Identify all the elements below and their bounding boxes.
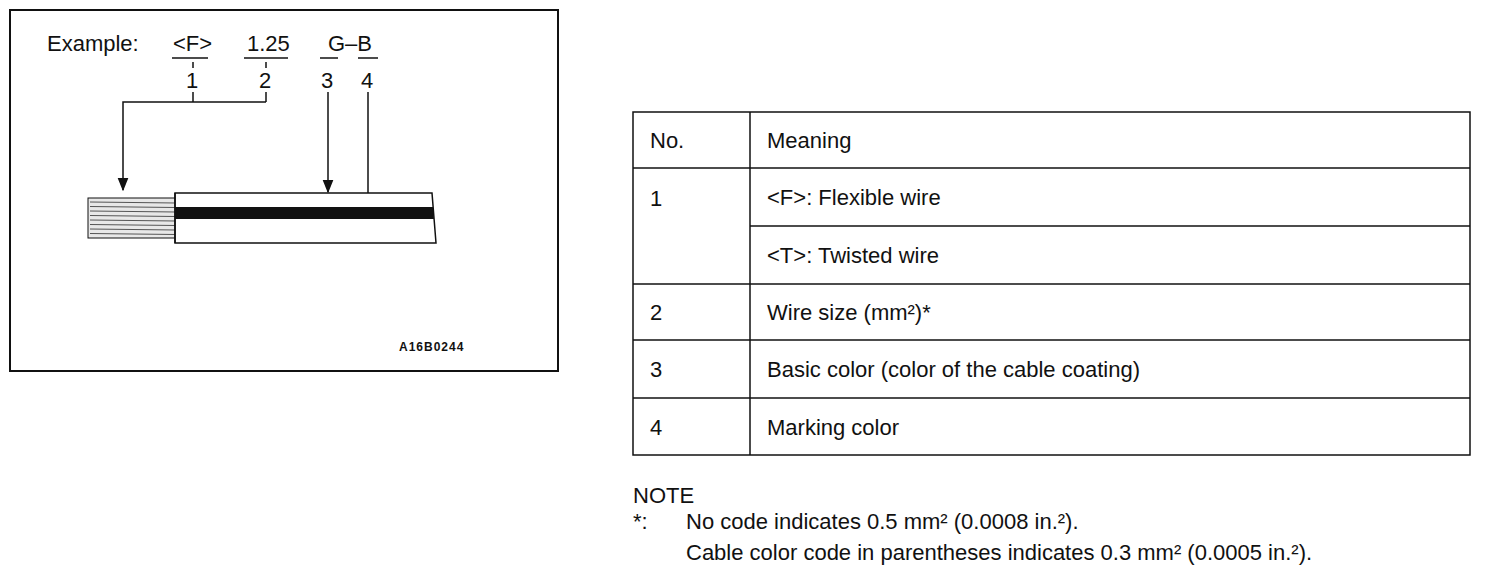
color-code: G–B [328,31,372,56]
table-cell: <F>: Flexible wire [751,169,1471,227]
wire-illustration [88,193,436,243]
table-cell: 2 [634,285,751,341]
note-text: Cable color code in parentheses indicate… [686,540,1312,565]
table-cell: 3 [634,341,751,399]
note-mark: *: [633,509,648,534]
table-cell: 4 [634,399,751,456]
table-grid [633,112,1470,455]
callout-number: 1 [186,68,198,93]
figure-id: A16B0244 [399,341,464,355]
example-label: Example: [47,31,139,56]
table-cell: <T>: Twisted wire [751,227,1471,285]
example-panel: Example: <F> 1.25 G–B A16B0244 [9,9,559,372]
callout-number: 4 [361,68,373,93]
table-cell: Wire size (mm²)* [751,285,1471,341]
note-text: No code indicates 0.5 mm² (0.0008 in.²). [686,509,1079,534]
table-cell: No. [634,113,751,169]
note-heading: NOTE [633,483,694,508]
table-cell: 1 [634,169,751,285]
table-cell: Basic color (color of the cable coating) [751,341,1471,399]
callout-number: 3 [321,68,333,93]
flex-code: <F> [173,31,212,56]
callout-number: 2 [259,68,271,93]
table-cell: Marking color [751,399,1471,456]
size-code: 1.25 [247,31,290,56]
leader-lines [123,62,368,210]
table-cell: Meaning [751,113,1471,169]
code-underlines [172,57,378,59]
